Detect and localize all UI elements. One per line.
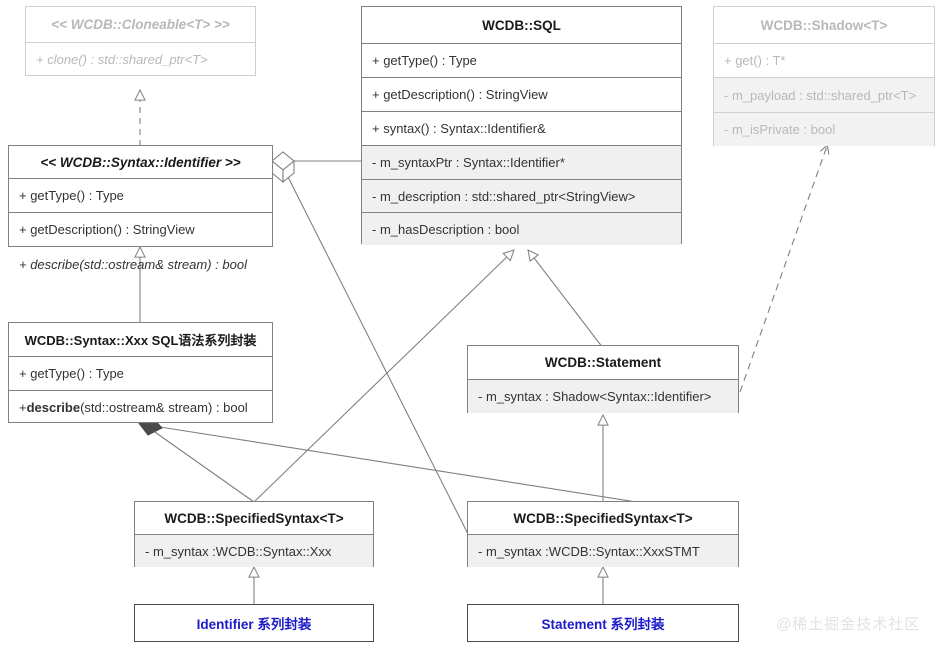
member-text: - m_syntaxPtr : Syntax::Identifier* [372, 155, 565, 170]
class-member-row: - m_hasDescription : bool [362, 212, 681, 245]
class-member-row: - m_syntaxPtr : Syntax::Identifier* [362, 145, 681, 179]
class-title-identifier: << WCDB::Syntax::Identifier >> [40, 154, 241, 170]
class-member-row: + getType() : Type [9, 178, 272, 212]
member-prefix: + [19, 400, 27, 415]
class-member-row: - m_description : std::shared_ptr<String… [362, 179, 681, 212]
class-member-row: - m_payload : std::shared_ptr<T> [714, 77, 934, 112]
class-member-row: + describe(std::ostream& stream) : bool [9, 390, 272, 424]
member-label: - m_syntax : [478, 543, 549, 559]
member-text: + syntax() : Syntax::Identifier& [372, 121, 546, 136]
class-title-specified-syntax-left: WCDB::SpecifiedSyntax<T> [164, 510, 344, 526]
class-member-row: + getDescription() : StringView [9, 212, 272, 246]
member-text: - m_isPrivate : bool [724, 122, 836, 137]
member-text: + describe(std::ostream& stream) : bool [19, 256, 247, 272]
class-member-row: + getType() : Type [362, 43, 681, 77]
class-title-statement: WCDB::Statement [544, 355, 662, 370]
member-text: - m_payload : std::shared_ptr<T> [724, 87, 917, 103]
class-member-row: + getDescription() : StringView [362, 77, 681, 111]
member-signature: (std::ostream& stream) : bool [80, 400, 248, 415]
class-box-specified-syntax-right[interactable]: WCDB::SpecifiedSyntax<T> - m_syntax : WC… [467, 501, 739, 567]
box-label-identifier-family: Identifier 系列封装 [196, 617, 312, 632]
box-label-statement-family: Statement 系列封装 [541, 617, 665, 632]
box-statement-family[interactable]: Statement 系列封装 [467, 604, 739, 642]
class-title-cloneable: << WCDB::Cloneable<T> >> [51, 17, 230, 32]
class-title-shadow: WCDB::Shadow<T> [760, 17, 888, 33]
class-box-identifier[interactable]: << WCDB::Syntax::Identifier >> + getType… [8, 145, 273, 272]
class-box-statement[interactable]: WCDB::Statement - m_syntax : Shadow<Synt… [467, 345, 739, 413]
class-box-sql[interactable]: WCDB::SQL + getType() : Type + getDescri… [361, 6, 682, 245]
class-member-row: - m_syntax : WCDB::Syntax::Xxx [135, 534, 373, 567]
member-text: - m_syntax : Shadow<Syntax::Identifier> [478, 389, 712, 404]
member-text: + getType() : Type [372, 53, 477, 68]
box-identifier-family[interactable]: Identifier 系列封装 [134, 604, 374, 642]
class-member-row: - m_syntax : WCDB::Syntax::XxxSTMT [468, 534, 738, 567]
member-label: - m_syntax : [145, 543, 216, 559]
class-member-row: - m_syntax : Shadow<Syntax::Identifier> [468, 379, 738, 413]
class-box-cloneable[interactable]: << WCDB::Cloneable<T> >> + clone() : std… [25, 6, 256, 76]
class-title-specified-syntax-right: WCDB::SpecifiedSyntax<T> [513, 510, 693, 526]
member-text: + getDescription() : StringView [372, 87, 548, 102]
member-text: + getType() : Type [19, 366, 124, 381]
member-text: - m_description : std::shared_ptr<String… [372, 188, 636, 204]
member-text: - m_hasDescription : bool [372, 221, 520, 237]
class-title-syntax-xxx: WCDB::Syntax::Xxx SQL语法系列封装 [24, 333, 257, 348]
class-member-row: + clone() : std::shared_ptr<T> [26, 42, 255, 76]
edge-statement-extends-sql [528, 250, 604, 349]
class-member-row: + getType() : Type [9, 356, 272, 390]
watermark: @稀土掘金技术社区 [776, 616, 921, 633]
class-member-row: - m_isPrivate : bool [714, 112, 934, 146]
member-text: + getDescription() : StringView [19, 222, 195, 237]
class-member-row: + describe(std::ostream& stream) : bool [9, 246, 272, 281]
class-member-row: + syntax() : Syntax::Identifier& [362, 111, 681, 145]
class-box-specified-syntax-left[interactable]: WCDB::SpecifiedSyntax<T> - m_syntax : WC… [134, 501, 374, 567]
edge-statement-depends-shadow [739, 146, 827, 393]
class-box-shadow[interactable]: WCDB::Shadow<T> + get() : T* - m_payload… [713, 6, 935, 146]
class-member-row: + get() : T* [714, 43, 934, 77]
class-box-syntax-xxx[interactable]: WCDB::Syntax::Xxx SQL语法系列封装 + getType() … [8, 322, 273, 423]
member-value: WCDB::Syntax::XxxSTMT [548, 543, 700, 559]
member-text: + getType() : Type [19, 188, 124, 203]
class-title-sql: WCDB::SQL [482, 17, 561, 33]
member-name: describe [26, 400, 81, 415]
member-value: WCDB::Syntax::Xxx [215, 543, 332, 559]
member-text: + clone() : std::shared_ptr<T> [36, 52, 208, 67]
member-text: + get() : T* [724, 53, 786, 68]
